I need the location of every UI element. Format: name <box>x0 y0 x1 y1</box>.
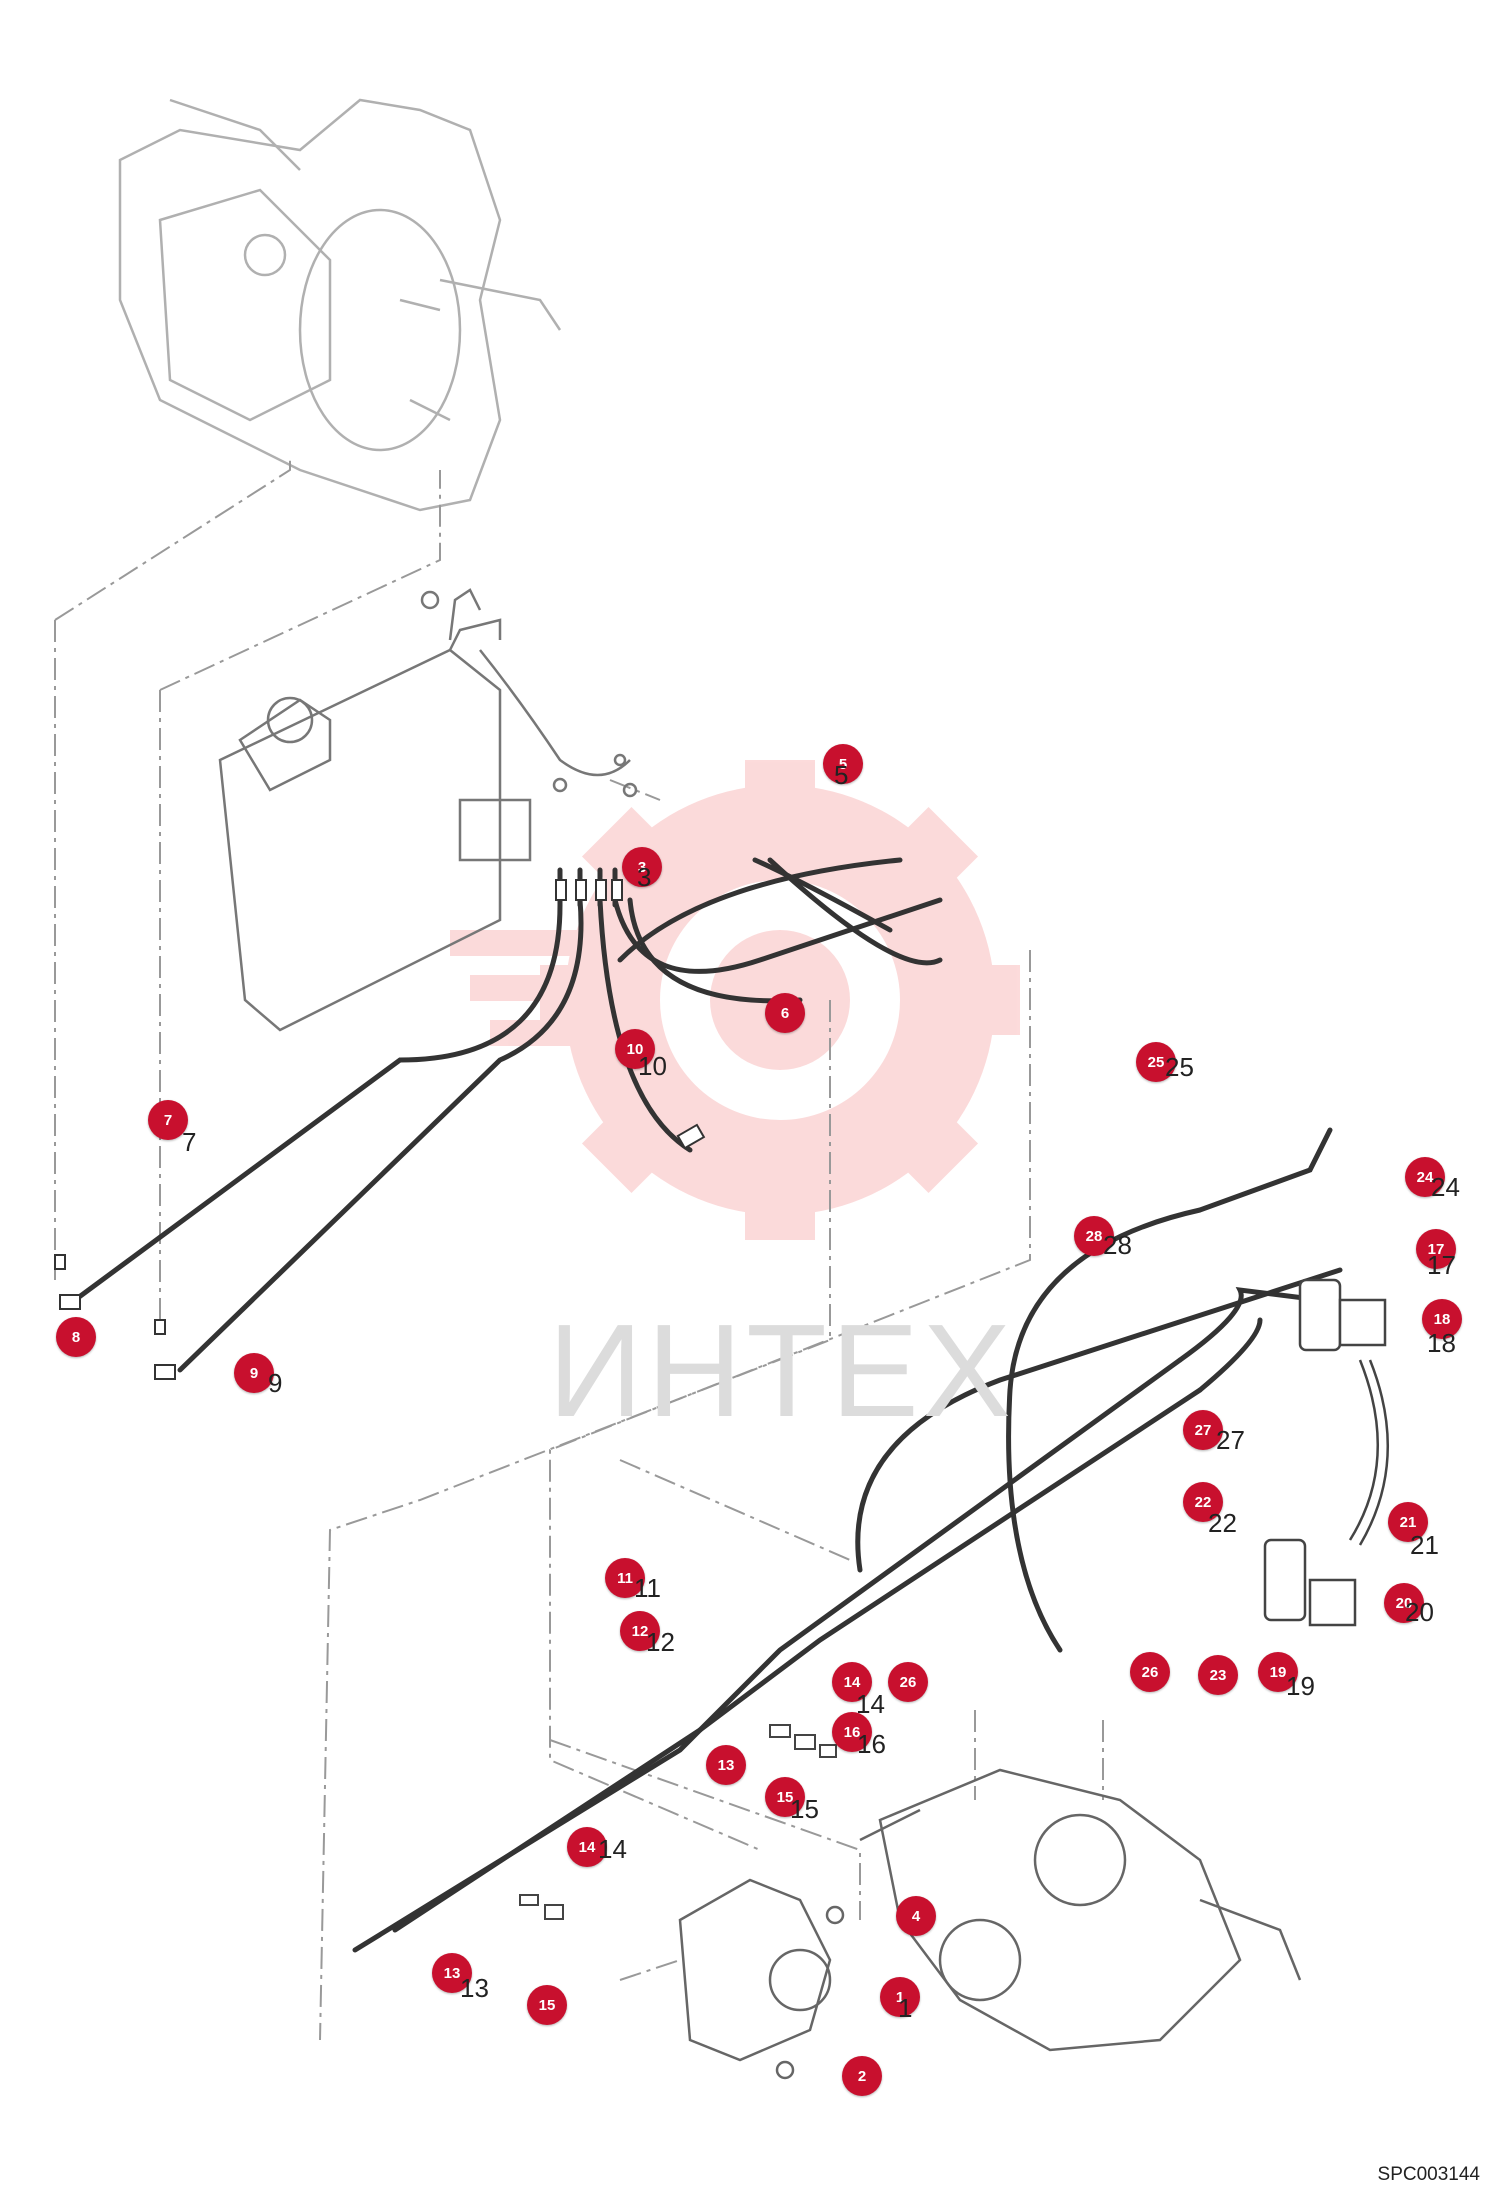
part-number-label: 14 <box>856 1689 885 1719</box>
part-number-label: 1 <box>898 1993 913 2023</box>
part-badge-25[interactable]: 25 <box>1136 1042 1176 1082</box>
part-number-label: 28 <box>1103 1230 1132 1260</box>
part-badge-24[interactable]: 24 <box>1405 1157 1445 1197</box>
part-badge-26[interactable]: 26 <box>888 1662 928 1702</box>
part-badge-13[interactable]: 13 <box>706 1745 746 1785</box>
part-number-label: 5 <box>834 760 849 790</box>
part-badge-11[interactable]: 11 <box>605 1558 645 1598</box>
part-badge-13[interactable]: 13 <box>432 1953 472 1993</box>
part-number-label: 12 <box>646 1627 675 1657</box>
part-badge-3[interactable]: 3 <box>622 847 662 887</box>
part-badge-28[interactable]: 28 <box>1074 1216 1114 1256</box>
part-number-label: 20 <box>1405 1597 1434 1627</box>
part-badge-6[interactable]: 6 <box>765 993 805 1033</box>
hoses-lower <box>352 1127 1343 1953</box>
part-number-label: 7 <box>182 1127 197 1157</box>
part-number-label: 22 <box>1208 1508 1237 1538</box>
part-number-label: 24 <box>1431 1172 1460 1202</box>
part-badge-22[interactable]: 22 <box>1183 1482 1223 1522</box>
part-badge-17[interactable]: 17 <box>1416 1229 1456 1269</box>
part-badge-15[interactable]: 15 <box>527 1985 567 2025</box>
part-number-label: 9 <box>268 1368 283 1398</box>
part-badge-4[interactable]: 4 <box>896 1896 936 1936</box>
part-badge-26[interactable]: 26 <box>1130 1652 1170 1692</box>
part-badge-12[interactable]: 12 <box>620 1611 660 1651</box>
pump-and-axle <box>678 1768 1302 2080</box>
part-badge-23[interactable]: 23 <box>1198 1655 1238 1695</box>
clamps <box>519 1724 837 1920</box>
part-number-label: 18 <box>1427 1328 1456 1358</box>
part-badge-14[interactable]: 14 <box>832 1662 872 1702</box>
part-number-label: 14 <box>598 1834 627 1864</box>
watermark-text: ИНТЕХ <box>548 1297 1015 1444</box>
part-badge-10[interactable]: 10 <box>615 1029 655 1069</box>
part-badge-8[interactable]: 8 <box>56 1317 96 1357</box>
part-badge-9[interactable]: 9 <box>234 1353 274 1393</box>
part-badge-18[interactable]: 18 <box>1422 1299 1462 1339</box>
part-number-label: 11 <box>634 1573 661 1603</box>
hydraulic-tank <box>218 588 638 1032</box>
document-code: SPC003144 <box>1377 2164 1480 2185</box>
part-number-label: 3 <box>637 862 652 892</box>
part-number-label: 19 <box>1286 1671 1315 1701</box>
part-number-label: 16 <box>857 1729 886 1759</box>
valve-group <box>1263 1278 1389 1627</box>
part-badge-20[interactable]: 20 <box>1384 1583 1424 1623</box>
part-number-label: 17 <box>1427 1250 1456 1280</box>
dashed-outlines <box>54 455 1104 2041</box>
transmission-assembly <box>118 98 562 512</box>
part-number-label: 13 <box>460 1973 489 2003</box>
part-badge-16[interactable]: 16 <box>832 1712 872 1752</box>
part-badge-1[interactable]: 1 <box>880 1977 920 2017</box>
part-badge-15[interactable]: 15 <box>765 1777 805 1817</box>
part-badge-21[interactable]: 21 <box>1388 1502 1428 1542</box>
part-badge-19[interactable]: 19 <box>1258 1652 1298 1692</box>
part-badge-27[interactable]: 27 <box>1183 1410 1223 1450</box>
part-badge-2[interactable]: 2 <box>842 2056 882 2096</box>
part-number-label: 27 <box>1216 1425 1245 1455</box>
part-number-label: 15 <box>790 1794 819 1824</box>
part-number-label: 21 <box>1410 1530 1439 1560</box>
part-number-label: 10 <box>638 1051 667 1081</box>
part-number-label: 25 <box>1165 1052 1194 1082</box>
part-badge-7[interactable]: 7 <box>148 1100 188 1140</box>
hose-fittings-upper <box>54 879 706 1380</box>
part-badge-14[interactable]: 14 <box>567 1827 607 1867</box>
part-badge-5[interactable]: 5 <box>823 744 863 784</box>
